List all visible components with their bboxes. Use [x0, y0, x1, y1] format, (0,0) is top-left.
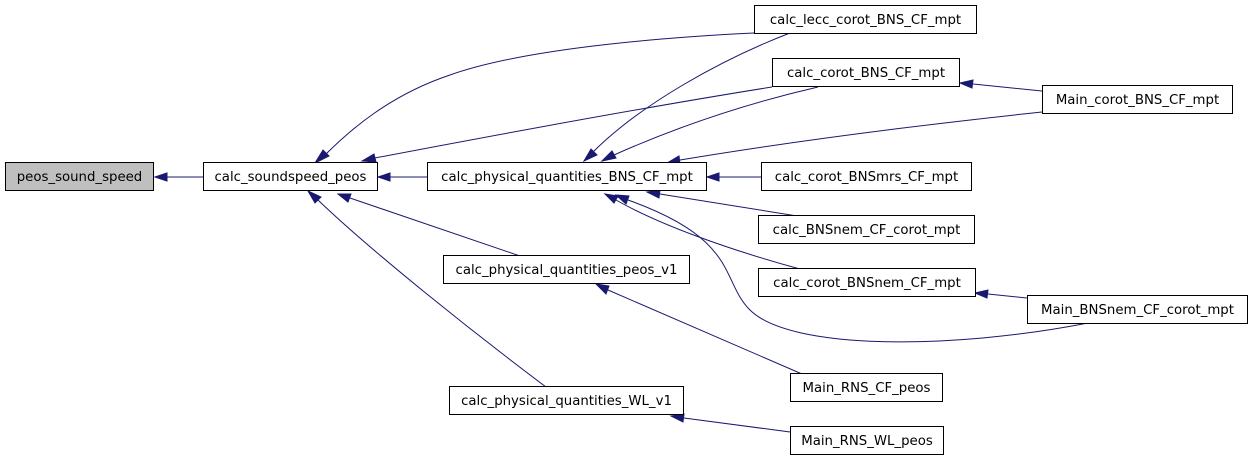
node-calc-physical-quantities-peos-v1[interactable]: calc_physical_quantities_peos_v1	[443, 255, 690, 284]
node-main-corot-bns-cf-mpt[interactable]: Main_corot_BNS_CF_mpt	[1042, 85, 1233, 114]
node-calc-soundspeed-peos[interactable]: calc_soundspeed_peos	[203, 162, 378, 191]
node-label: calc_physical_quantities_WL_v1	[461, 394, 672, 409]
node-label: Main_RNS_WL_peos	[801, 434, 933, 449]
edge-corot-to-soundspeed	[374, 86, 773, 159]
node-label: calc_corot_BNSmrs_CF_mpt	[775, 170, 958, 185]
edge-main-corot-to-bns-physical	[679, 111, 1043, 161]
arrowhead	[600, 150, 617, 162]
node-calc-physical-quantities-wl-v1[interactable]: calc_physical_quantities_WL_v1	[449, 386, 684, 415]
node-calc-corot-bnsmrs-cf-mpt[interactable]: calc_corot_BNSmrs_CF_mpt	[761, 162, 972, 191]
edge-rns-cf-to-peos-v1	[607, 289, 803, 375]
node-label: calc_corot_BNSnem_CF_mpt	[773, 276, 961, 291]
node-main-rns-cf-peos[interactable]: Main_RNS_CF_peos	[790, 373, 943, 402]
edge-lecc-corot-to-soundspeed	[324, 32, 755, 156]
arrowhead	[153, 172, 168, 182]
edge-peos-v1-to-soundspeed	[349, 197, 524, 258]
node-calc-physical-quantities-bns-cf-mpt[interactable]: calc_physical_quantities_BNS_CF_mpt	[427, 162, 707, 191]
arrowhead	[669, 413, 685, 423]
edges	[153, 32, 1089, 433]
arrowhead	[336, 193, 352, 203]
edge-main-bnsnem-to-bns-physical	[627, 199, 1089, 343]
arrowhead	[958, 79, 974, 89]
node-label: calc_corot_BNS_CF_mpt	[787, 66, 945, 81]
node-calc-corot-bns-cf-mpt[interactable]: calc_corot_BNS_CF_mpt	[772, 58, 960, 87]
arrowhead	[313, 149, 330, 165]
node-label: peos_sound_speed	[17, 170, 143, 185]
edge-wl-v1-to-soundspeed	[317, 199, 547, 388]
edge-main-bnsnem-to-corot-bnsnem	[987, 293, 1028, 299]
edge-main-corot-to-corot	[972, 83, 1043, 92]
node-calc-bnsnem-cf-corot-mpt[interactable]: calc_BNSnem_CF_corot_mpt	[758, 215, 975, 244]
edge-corot-to-bns-physical	[613, 86, 819, 156]
node-label: calc_lecc_corot_BNS_CF_mpt	[770, 13, 961, 28]
edge-lecc-corot-to-bns-physical	[592, 32, 791, 153]
arrowhead	[705, 172, 720, 182]
arrowhead	[582, 148, 598, 163]
arrowhead	[614, 194, 630, 205]
node-calc-lecc-corot-bns-cf-mpt[interactable]: calc_lecc_corot_BNS_CF_mpt	[754, 5, 977, 34]
node-label: calc_physical_quantities_peos_v1	[456, 263, 678, 278]
node-label: calc_BNSnem_CF_corot_mpt	[773, 223, 961, 238]
node-calc-corot-bnsnem-cf-mpt[interactable]: calc_corot_BNSnem_CF_mpt	[758, 268, 976, 297]
node-main-bnsnem-cf-corot-mpt[interactable]: Main_BNSnem_CF_corot_mpt	[1027, 295, 1248, 324]
node-label: calc_soundspeed_peos	[215, 170, 367, 185]
arrowhead	[594, 283, 610, 295]
arrowhead	[360, 153, 377, 163]
arrowhead	[645, 189, 661, 199]
node-label: Main_corot_BNS_CF_mpt	[1056, 93, 1219, 108]
arrowhead	[376, 172, 391, 182]
edge-rns-wl-to-wl-v1	[683, 417, 791, 433]
node-main-rns-wl-peos[interactable]: Main_RNS_WL_peos	[790, 426, 944, 455]
nodes: peos_sound_speed calc_soundspeed_peos ca…	[5, 5, 1248, 455]
node-label: Main_BNSnem_CF_corot_mpt	[1041, 303, 1234, 318]
arrowhead	[306, 189, 322, 204]
edge-bnsnem-corot-to-bns-physical	[659, 193, 798, 217]
node-label: calc_physical_quantities_BNS_CF_mpt	[441, 170, 693, 185]
arrowhead	[973, 289, 989, 299]
node-label: Main_RNS_CF_peos	[803, 381, 931, 396]
edge-corot-bnsnem-to-bns-physical	[615, 199, 801, 270]
node-peos-sound-speed[interactable]: peos_sound_speed	[5, 162, 154, 191]
arrowhead	[603, 193, 619, 204]
